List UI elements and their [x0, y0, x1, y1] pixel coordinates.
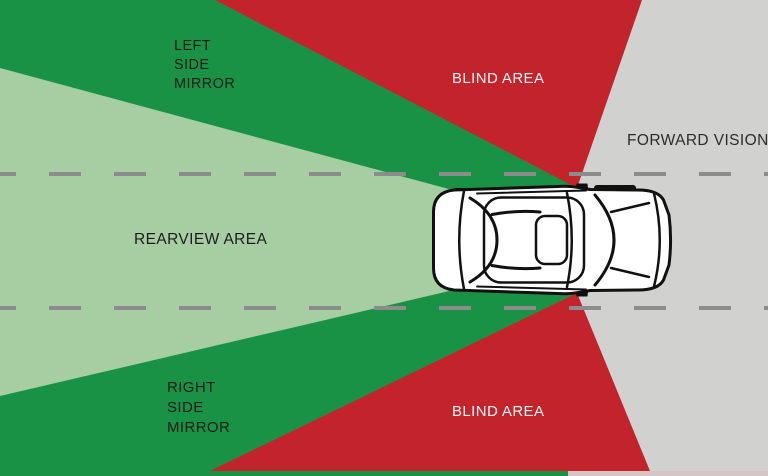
bottom-edge-strip	[568, 471, 768, 476]
car-top-view	[432, 183, 672, 297]
rearview-zone	[0, 68, 472, 396]
left-side-mirror-label: LEFT SIDE MIRROR	[174, 38, 236, 92]
blind-zone-bottom	[210, 293, 650, 471]
car-window-line-top	[490, 209, 542, 216]
car-hood-crease-bottom	[609, 266, 651, 279]
blind-zone-top	[215, 0, 642, 188]
forward-vision-label: FORWARD VISION	[627, 132, 768, 149]
car-roof-rail-top	[476, 189, 587, 195]
car-hood-crease-top	[609, 201, 651, 214]
rearview-area-label: REARVIEW AREA	[134, 231, 268, 248]
car-roof-rail-bottom	[476, 285, 587, 291]
car-window-line-bottom	[490, 264, 542, 271]
car-front-bumper-line	[652, 192, 661, 288]
blind-area-top-label: BLIND AREA	[452, 70, 545, 87]
car-windshield-base	[593, 193, 616, 287]
car-cabin-outline	[482, 196, 586, 284]
blind-area-bottom-label: BLIND AREA	[452, 403, 545, 420]
car-rear-windshield	[468, 196, 499, 284]
right-side-mirror-label: RIGHT SIDE MIRROR	[167, 379, 231, 436]
car-sunroof	[534, 214, 569, 266]
car-body-outline	[432, 184, 672, 296]
car-roof-front-edge	[565, 191, 573, 289]
car-rear-bumper-line	[458, 189, 466, 291]
